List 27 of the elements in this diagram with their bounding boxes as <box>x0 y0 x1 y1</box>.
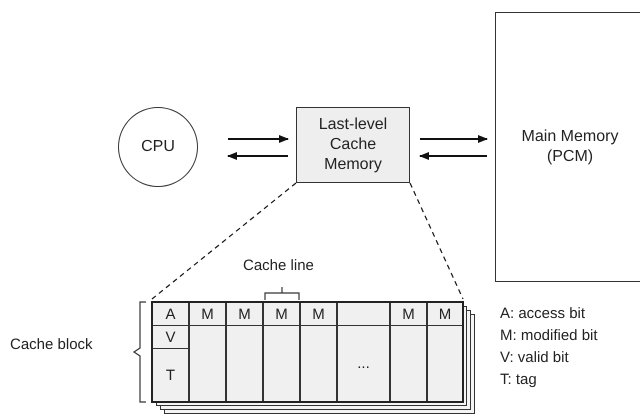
legend-note: T: tag <box>500 371 537 388</box>
table-cell: M <box>300 302 337 326</box>
zoom-line <box>152 182 296 300</box>
arrow <box>227 152 288 160</box>
cache-block-table <box>151 301 464 403</box>
cache-memory-box <box>296 107 410 183</box>
arrow <box>419 152 487 160</box>
node-text: Main Memory (PCM) <box>520 127 620 167</box>
main-memory-box <box>495 12 640 282</box>
table-cell: M <box>263 302 300 326</box>
legend-note: A: access bit <box>500 305 586 322</box>
bracket-label: Cache block <box>10 336 93 353</box>
table-cell: T <box>152 348 189 402</box>
legend-note: V: valid bit <box>500 349 569 366</box>
node-text: Last-level Cache Memory <box>318 115 388 175</box>
legend-note: M: modified bit <box>500 327 598 344</box>
node-text: CPU <box>140 137 176 157</box>
table-cell: V <box>152 325 189 349</box>
arrow <box>420 135 488 143</box>
table-cell: ... <box>337 325 390 402</box>
table-cell: M <box>427 302 463 326</box>
table-cell: M <box>226 302 263 326</box>
table-cell: M <box>390 302 427 326</box>
table-cell: M <box>189 302 226 326</box>
arrow <box>228 135 289 143</box>
cpu-circle <box>118 107 198 187</box>
bracket-label: Cache line <box>243 257 314 274</box>
